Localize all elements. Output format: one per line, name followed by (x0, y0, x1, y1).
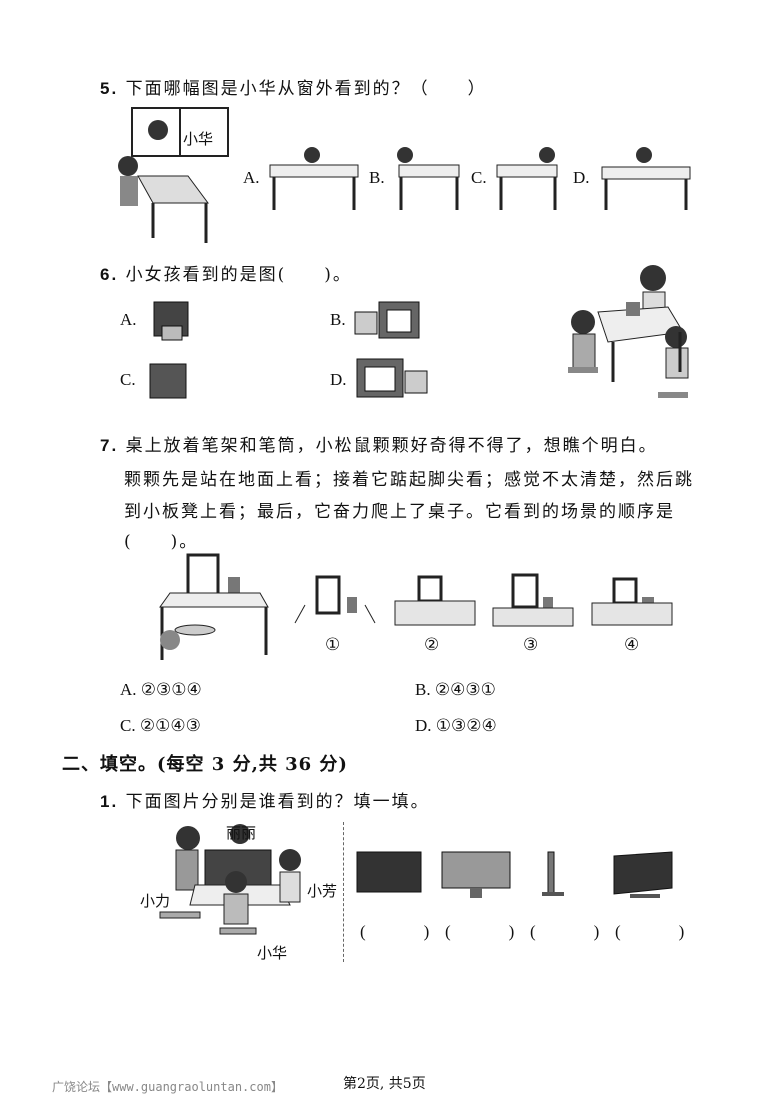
q7-scene-2 (394, 575, 476, 626)
q6-option-c-picture (149, 363, 187, 399)
answer-blank-1[interactable]: ( ) (360, 922, 438, 941)
answer-blank-2[interactable]: ( ) (445, 922, 523, 941)
q7-scene-1 (294, 575, 376, 624)
q6-prompt: 小女孩看到的是图( )。 (125, 265, 352, 285)
q7-line-3: 到小板凳上看；最后，它奋力爬上了桌子。它看到的场景的顺序是 (124, 502, 675, 522)
name-xiaoli: 小力 (140, 894, 171, 910)
scene-label-4: ④ (624, 635, 640, 654)
option-label: B. (415, 680, 431, 699)
q7-option-a: A. ②③①④ (120, 680, 202, 700)
q7-option-c: C. ②①④③ (120, 716, 201, 736)
q5-option-a-picture (269, 147, 359, 210)
q6-option-a-picture (153, 301, 189, 341)
q5-option-a: A. (243, 168, 260, 187)
option-label: A. (120, 680, 137, 699)
q6-number: 6. (100, 265, 119, 284)
q6-option-c: C. (120, 370, 136, 389)
q6-option-d-picture (356, 358, 428, 398)
q5-option-b-picture (397, 147, 460, 210)
q7-option-d: D. ①③②④ (415, 716, 497, 736)
s2-q1-scene-illustration (159, 824, 301, 935)
monitor-back-view (441, 851, 511, 898)
q7-scene-illustration (159, 553, 269, 660)
s2-q1-prompt: 下面图片分别是谁看到的？填一填。 (125, 792, 430, 812)
option-label: D. (415, 716, 432, 735)
q5-option-c-picture (496, 147, 558, 210)
name-lili: 丽丽 (226, 826, 257, 842)
s2-q1-number: 1. (100, 792, 119, 811)
q6-text: 6. 小女孩看到的是图( )。 (100, 260, 352, 285)
q5-number: 5. (100, 79, 119, 98)
section-2-title: 二、填空。(每空 3 分,共 36 分) (62, 754, 348, 775)
q6-option-b: B. (330, 310, 346, 329)
option-label: C. (120, 716, 136, 735)
watermark: 广饶论坛【www.guangraoluntan.com】 (52, 1080, 283, 1094)
page-number: 第2页, 共5页 (343, 1076, 426, 1092)
window-label-xiaohua: 小华 (183, 132, 214, 148)
q7-line-4: ( )。 (124, 532, 199, 552)
scene-label-3: ③ (523, 635, 539, 654)
divider (343, 822, 344, 962)
q5-option-d: D. (573, 168, 590, 187)
q7-text-1: 桌上放着笔架和笔筒，小松鼠颗颗好奇得不得了，想瞧个明白。 (125, 436, 658, 456)
q5-option-d-picture (601, 147, 691, 210)
option-value: ②④③① (434, 680, 496, 699)
q7-number: 7. (100, 436, 119, 455)
option-value: ②①④③ (139, 716, 201, 735)
q5-prompt: 下面哪幅图是小华从窗外看到的？（ ） (125, 79, 487, 99)
name-xiaofang: 小芳 (307, 884, 338, 900)
q7-line-1: 7. 桌上放着笔架和笔筒，小松鼠颗颗好奇得不得了，想瞧个明白。 (100, 431, 658, 456)
scene-label-2: ② (424, 635, 440, 654)
monitor-front-view (356, 851, 422, 893)
q5-scene-illustration (118, 107, 229, 243)
q7-scene-4 (591, 577, 673, 626)
q7-line-2: 颗颗先是站在地面上看；接着它踮起脚尖看；感觉不太清楚，然后跳 (124, 470, 694, 490)
q6-option-d: D. (330, 370, 347, 389)
q7-scene-3 (492, 573, 574, 627)
q5-text: 5. 下面哪幅图是小华从窗外看到的？（ ） (100, 74, 487, 99)
answer-blank-3[interactable]: ( ) (530, 922, 608, 941)
scene-label-1: ① (325, 635, 341, 654)
monitor-angled-view (613, 851, 673, 898)
name-xiaohua: 小华 (257, 946, 288, 962)
option-value: ②③①④ (140, 680, 202, 699)
q5-option-b: B. (369, 168, 385, 187)
option-value: ①③②④ (435, 716, 497, 735)
q6-option-b-picture (354, 301, 420, 339)
q7-option-b: B. ②④③① (415, 680, 496, 700)
monitor-side-view (542, 851, 564, 896)
q5-option-c: C. (471, 168, 487, 187)
s2-q1-text: 1. 下面图片分别是谁看到的？填一填。 (100, 787, 430, 812)
q6-scene-illustration (568, 265, 689, 398)
answer-blank-4[interactable]: ( ) (615, 922, 693, 941)
q6-option-a: A. (120, 310, 137, 329)
